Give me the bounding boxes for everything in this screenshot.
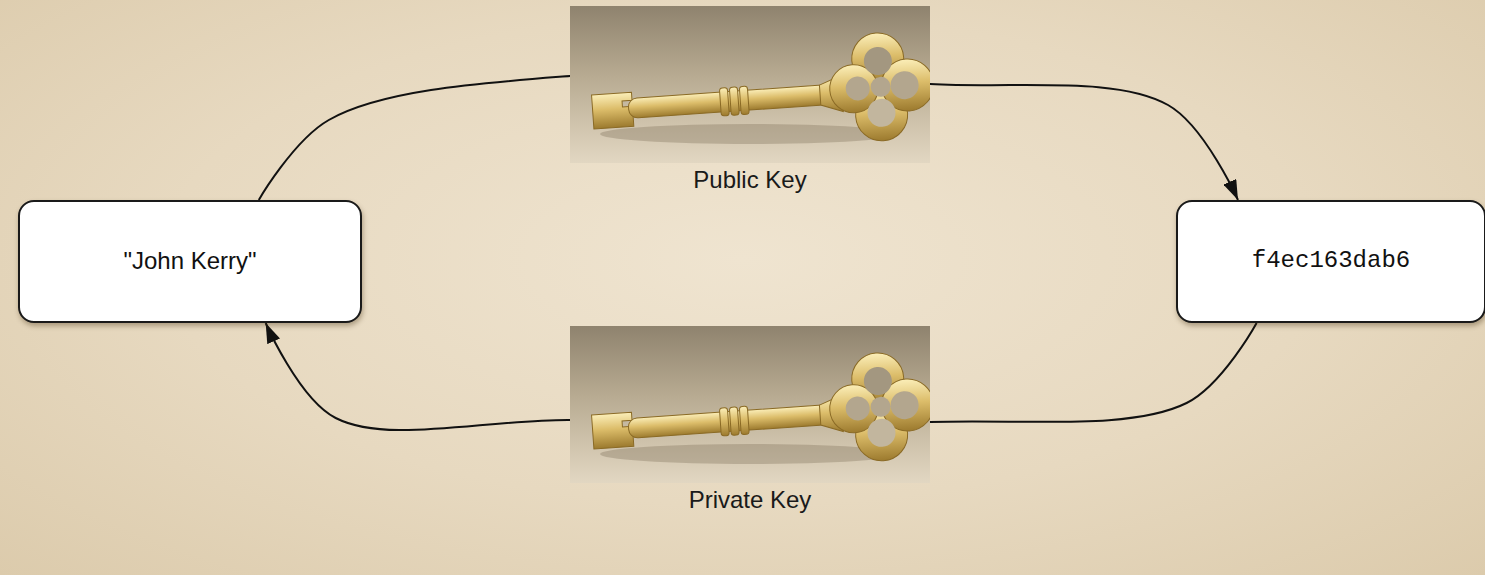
private-key-image <box>570 326 937 483</box>
plaintext-box: "John Kerry" <box>18 200 362 323</box>
ciphertext-box: f4ec163dab6 <box>1176 200 1485 323</box>
node-label: "John Kerry" <box>115 247 264 276</box>
key-caption: Private Key <box>689 486 812 514</box>
arrow-connector <box>259 73 1238 200</box>
arrow-connector <box>266 323 1257 430</box>
node-label: f4ec163dab6 <box>1244 247 1418 276</box>
key-caption: Public Key <box>693 166 806 194</box>
public-key-image <box>570 6 937 163</box>
